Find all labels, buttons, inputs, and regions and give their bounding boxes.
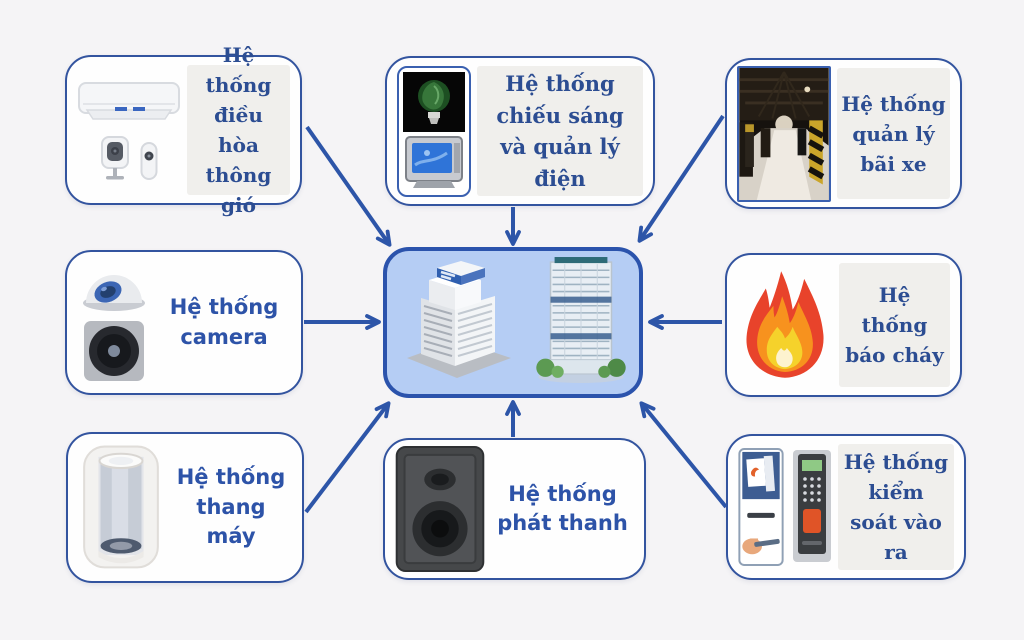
node-parking-label: Hệ thống quản lý bãi xe (837, 68, 950, 199)
node-pa: Hệ thống phát thanh (383, 438, 646, 580)
lighting-icons (397, 65, 471, 197)
node-parking: Hệ thống quản lý bãi xe (725, 58, 962, 209)
card-reader-icon (738, 448, 784, 566)
node-lighting-label: Hệ thống chiếu sáng và quản lý điện (477, 66, 643, 196)
node-fire-label: Hệ thống báo cháy (839, 263, 950, 387)
node-access: Hệ thống kiểm soát vào ra (726, 434, 966, 580)
elevator-capsule-icon (83, 445, 159, 568)
speaker-icon (395, 446, 485, 572)
arrow-hvac-to-center (305, 125, 392, 247)
parking-icons (737, 65, 831, 202)
crt-monitor-icon (405, 135, 463, 188)
fingerprint-reader-icon (793, 450, 831, 562)
light-bulb-icon (403, 71, 465, 132)
node-pa-label: Hệ thống phát thanh (497, 481, 628, 535)
node-fire: Hệ thống báo cháy (725, 253, 962, 397)
dome-camera-icon (83, 274, 145, 311)
arrow-elevator-to-center (304, 401, 391, 514)
tower-building (536, 257, 626, 383)
node-camera: Hệ thống camera (65, 250, 303, 395)
air-conditioner-icon (78, 82, 180, 120)
box-camera-icon (84, 320, 144, 381)
pa-icons (395, 446, 485, 572)
parking-garage-photo (737, 65, 831, 202)
access-icons (738, 447, 832, 567)
elevator-icons (78, 443, 164, 573)
node-elevator-label: Hệ thống thang máy (176, 465, 286, 549)
node-elevator: Hệ thống thang máy (66, 432, 304, 583)
node-lighting: Hệ thống chiếu sáng và quản lý điện (385, 56, 655, 206)
remote-sensor-icon (140, 142, 158, 180)
arrow-access-to-center (639, 401, 728, 509)
fire-icons (737, 266, 833, 384)
node-camera-label: Hệ thống camera (169, 295, 279, 349)
center-buildings-box (383, 247, 643, 398)
camera-sensor-icon (101, 136, 129, 180)
office-building-isometric (407, 261, 511, 378)
camera-icons (77, 264, 151, 382)
hvac-icons (77, 79, 181, 181)
flame-icon (746, 271, 824, 378)
node-hvac: Hệ thống điều hòa thông gió (65, 43, 302, 217)
node-hvac-label: Hệ thống điều hòa thông gió (187, 43, 290, 217)
node-access-label: Hệ thống kiểm soát vào ra (838, 444, 954, 570)
